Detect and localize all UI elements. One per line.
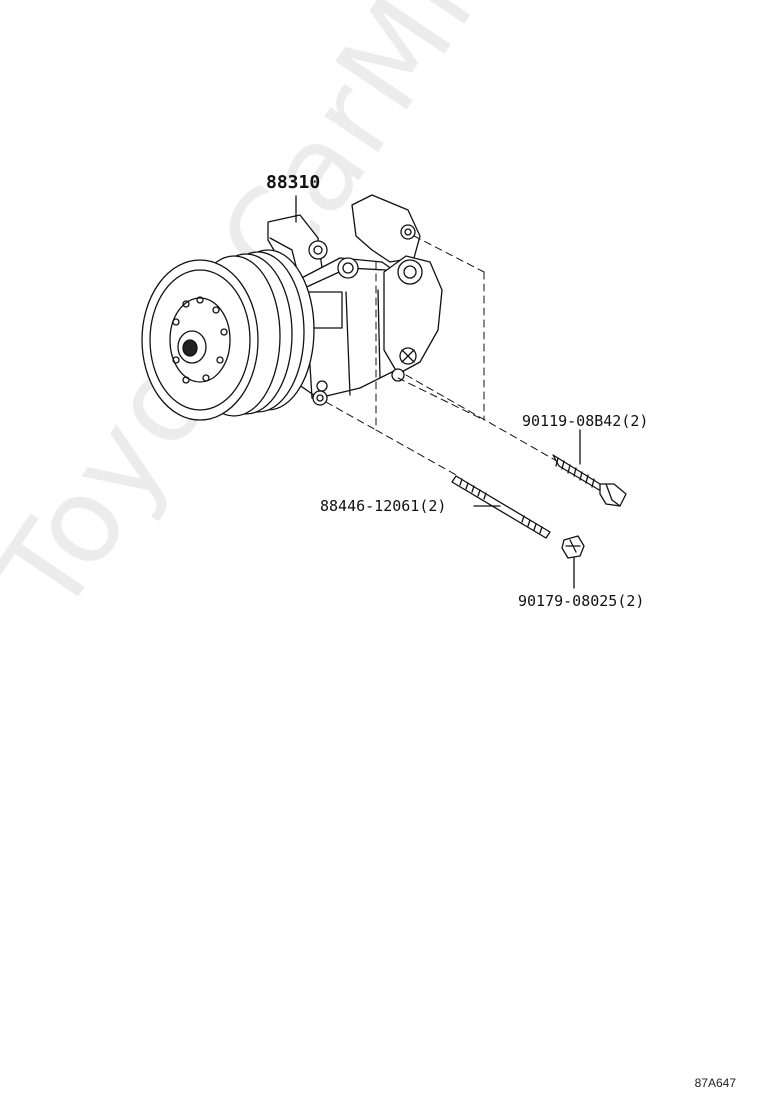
compressor-drawing	[141, 194, 443, 421]
nut-drawing	[561, 535, 585, 559]
part-number-compressor[interactable]: 88310	[266, 172, 321, 193]
part-number-stud[interactable]: 88446-12061(2)	[320, 497, 447, 515]
diagram-code: 87A647	[694, 1076, 736, 1090]
part-number-bolt[interactable]: 90119-08B42(2)	[522, 412, 649, 430]
stud-drawing	[451, 475, 551, 539]
alignment-lines	[325, 235, 556, 477]
part-number-nut[interactable]: 90179-08025(2)	[518, 592, 645, 610]
bolt-drawing	[552, 454, 627, 507]
